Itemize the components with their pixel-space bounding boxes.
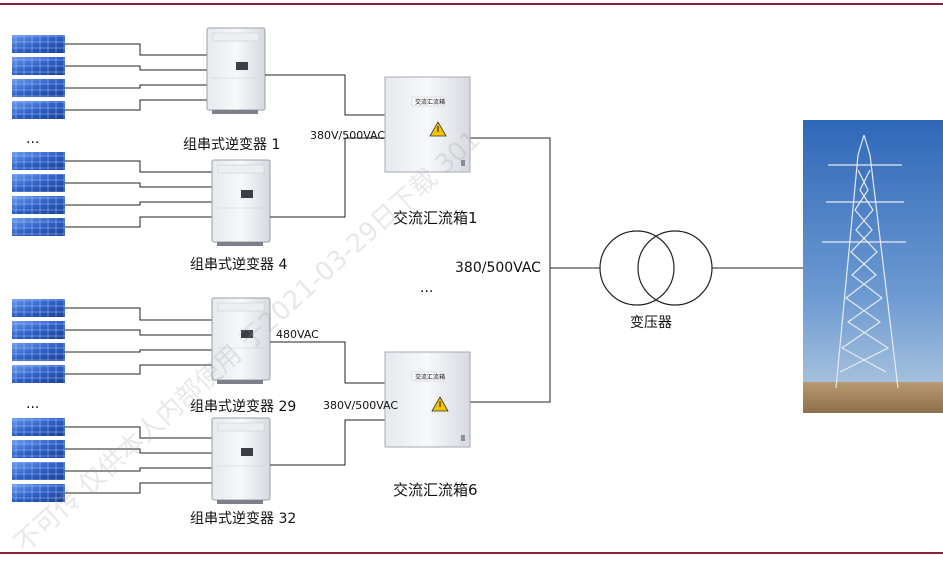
inverter-4-label: 组串式逆变器 4: [190, 257, 288, 273]
solar-panel-icon: [12, 343, 65, 361]
solar-panel-icon: [12, 440, 65, 458]
inverter-29: [211, 297, 271, 384]
solar-panel-icon: [12, 57, 65, 75]
combiner-box-6-plate: 交流汇流箱: [415, 374, 446, 381]
solar-panel-icon: [12, 196, 65, 214]
solar-panel-icon: [12, 152, 65, 170]
inverter-29-label: 组串式逆变器 29: [190, 399, 297, 415]
pv-string-group-1: [12, 35, 207, 119]
pv-string-group-2: [12, 152, 212, 236]
display-screen-icon: [241, 448, 253, 456]
wire-inv32-cb6: [270, 419, 385, 466]
solar-panel-icon: [12, 365, 65, 383]
combiner-box-6-label: 交流汇流箱6: [393, 481, 478, 499]
solar-panel-icon: [12, 299, 65, 317]
voltage-cb1-input: 380V/500VAC: [310, 129, 386, 142]
tower-icon: [822, 134, 906, 389]
transformer-symbol: [599, 230, 713, 306]
ellipsis-combiner: ...: [420, 280, 434, 296]
dc-wires-3: [65, 307, 212, 375]
inverter-1-label: 组串式逆变器 1: [183, 137, 281, 153]
voltage-cb6-input: 380V/500VAC: [323, 399, 399, 412]
inverter-1: [206, 27, 266, 114]
transmission-tower-photo: [803, 120, 943, 413]
solar-panel-icon: [12, 101, 65, 119]
wire-inv29-cb6: [270, 341, 385, 384]
solar-panel-icon: [12, 79, 65, 97]
display-screen-icon: [241, 330, 253, 338]
ac-combiner-box-6: [384, 351, 471, 448]
inverter-4: [211, 159, 271, 246]
solar-panel-icon: [12, 484, 65, 502]
bottom-rule: [0, 552, 943, 554]
dc-wires-2: [65, 160, 212, 228]
top-rule: [0, 3, 943, 5]
inverter-32-label: 组串式逆变器 32: [190, 511, 297, 527]
dc-wires-1: [65, 43, 207, 111]
combiner-box-1-label: 交流汇流箱1: [393, 209, 478, 227]
solar-panel-icon: [12, 35, 65, 53]
pv-string-group-4: [12, 418, 212, 502]
pv-string-group-3: [12, 299, 212, 383]
wire-inv4-cb1: [270, 137, 385, 218]
dc-wires-4: [65, 426, 212, 494]
inverter-32: [211, 417, 271, 504]
transformer-label: 变压器: [630, 315, 672, 331]
solar-panel-icon: [12, 218, 65, 236]
display-screen-icon: [241, 190, 253, 198]
wire-inv1-cb1: [265, 74, 385, 116]
solar-panel-icon: [12, 462, 65, 480]
solar-panel-icon: [12, 321, 65, 339]
ac-combiner-box-1: [384, 76, 471, 173]
ellipsis-group-3: ...: [26, 396, 40, 412]
wire-cb1-transformer: [470, 137, 600, 269]
voltage-inv29-output: 480VAC: [276, 328, 319, 341]
solar-panel-icon: [12, 418, 65, 436]
display-screen-icon: [236, 62, 248, 70]
voltage-bus: 380/500VAC: [455, 260, 541, 276]
ac-wiring: [265, 74, 803, 466]
solar-panel-icon: [12, 174, 65, 192]
wire-cb6-transformer: [470, 268, 551, 403]
ellipsis-group-1: ...: [26, 131, 40, 147]
combiner-box-1-plate: 交流汇流箱: [415, 99, 446, 106]
